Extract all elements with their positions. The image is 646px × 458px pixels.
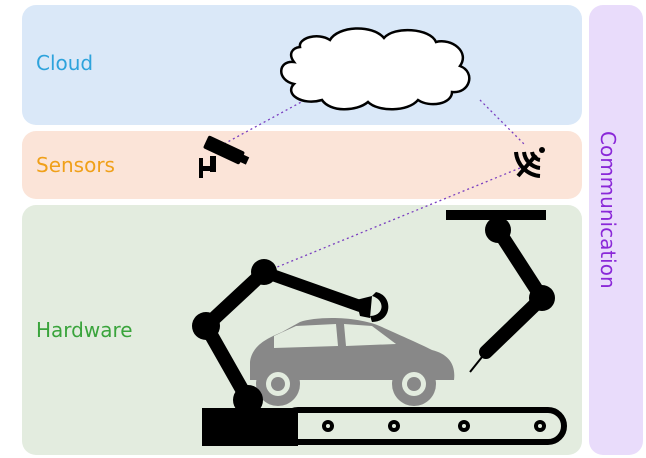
security-camera-icon	[199, 135, 250, 178]
car-icon	[250, 318, 455, 406]
link-cloud-camera	[221, 99, 306, 146]
conveyor-gears	[322, 420, 546, 432]
communication-layer	[589, 5, 643, 455]
hardware-label: Hardware	[36, 318, 133, 342]
cloud-icon	[280, 27, 471, 111]
sensors-label: Sensors	[36, 153, 115, 177]
communication-links	[221, 99, 526, 273]
link-antenna-robot	[264, 167, 521, 273]
sensors-layer	[22, 131, 582, 199]
conveyor-belt-icon	[202, 407, 567, 446]
wireless-antenna-icon	[514, 147, 545, 178]
robot-arm-right-icon	[446, 210, 555, 373]
link-cloud-antenna	[479, 99, 526, 146]
robot-arm-left-icon	[192, 259, 389, 415]
cloud-label: Cloud	[36, 51, 94, 75]
